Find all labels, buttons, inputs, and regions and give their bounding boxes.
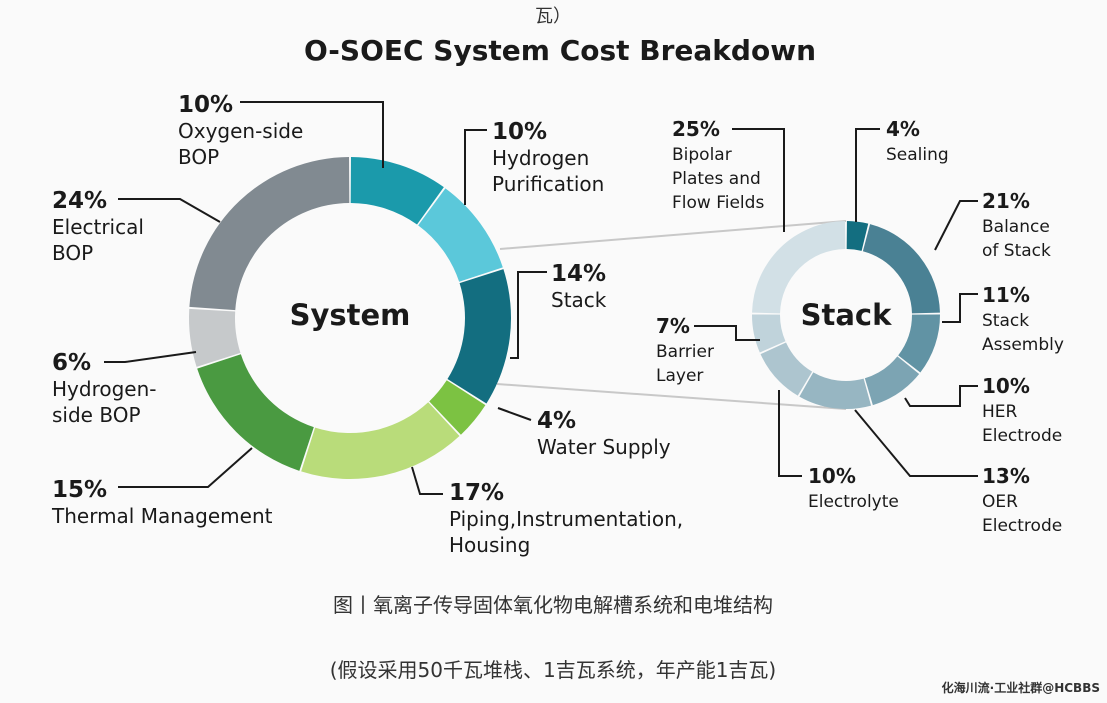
system-leader-hydrogen-purification <box>464 129 487 205</box>
leader-lines <box>104 101 978 495</box>
system-center-label: System <box>290 298 411 332</box>
stack-leader-barrier-layer <box>694 325 760 341</box>
system-leader-piping-instrumentation-housing <box>411 466 443 495</box>
system-slice-stack <box>447 269 512 404</box>
zoom-connectors <box>496 220 847 410</box>
stack-slice-electrolyte <box>760 342 813 396</box>
stack-slice-her-electrode <box>864 356 920 406</box>
stack-donut <box>752 221 940 409</box>
system-label-thermal-management-line-0: Thermal Management <box>51 504 273 528</box>
stack-label-bipolar-plates-and-flow-fields-line-0: Bipolar <box>672 145 732 165</box>
system-label-piping-instrumentation-housing-line-1: Housing <box>449 533 530 557</box>
system-label-electrical-bop-line-1: BOP <box>52 241 93 265</box>
stack-label-oer-electrode-line-0: OER <box>982 492 1018 512</box>
system-slice-hydrogen-side-bop <box>189 308 241 367</box>
stack-slice-sealing <box>846 221 869 251</box>
system-pct-stack: 14% <box>551 261 606 287</box>
stack-leader-balance-of-stack <box>934 200 978 251</box>
system-label-hydrogen-purification-line-1: Purification <box>492 172 604 196</box>
stack-pct-barrier-layer: 7% <box>656 314 690 338</box>
stack-pct-electrolyte: 10% <box>808 464 856 488</box>
system-pct-oxygen-side-bop: 10% <box>178 92 233 118</box>
stack-label-balance-of-stack-line-0: Balance <box>982 217 1050 237</box>
stack-leader-electrolyte <box>778 390 802 477</box>
stack-leader-bipolar-plates-and-flow-fields <box>732 128 785 232</box>
stack-leader-her-electrode <box>904 385 978 407</box>
stack-slice-bipolar-plates-and-flow-fields <box>752 221 846 314</box>
caption-line-2: (假设采用50千瓦堆栈、1吉瓦系统，年产能1吉瓦) <box>330 658 777 682</box>
system-label-oxygen-side-bop-line-0: Oxygen-side <box>178 119 303 143</box>
system-leader-hydrogen-side-bop <box>104 351 197 363</box>
system-pct-water-supply: 4% <box>537 408 576 434</box>
stack-slice-balance-of-stack <box>862 224 940 314</box>
system-leader-stack <box>510 271 547 359</box>
system-donut <box>189 157 512 479</box>
system-label-stack-line-0: Stack <box>551 288 607 312</box>
stack-label-her-electrode-line-1: Electrode <box>982 426 1062 446</box>
system-leader-water-supply <box>497 407 532 421</box>
system-pct-piping-instrumentation-housing: 17% <box>449 480 504 506</box>
stack-label-stack-assembly-line-0: Stack <box>982 311 1029 331</box>
system-label-hydrogen-side-bop-line-1: side BOP <box>52 403 141 427</box>
stack-leader-oer-electrode <box>854 409 978 477</box>
stack-slice-barrier-layer <box>752 314 786 353</box>
system-pct-thermal-management: 15% <box>52 477 107 503</box>
system-label-hydrogen-side-bop-line-0: Hydrogen- <box>52 377 156 401</box>
stack-pct-balance-of-stack: 21% <box>982 189 1030 213</box>
system-slice-thermal-management <box>197 354 314 471</box>
stack-slice-stack-assembly <box>898 314 940 373</box>
connector-line-bottom <box>496 383 847 410</box>
stack-pct-sealing: 4% <box>886 117 920 141</box>
stack-label-balance-of-stack-line-1: of Stack <box>982 241 1051 261</box>
stack-leader-stack-assembly <box>942 293 978 323</box>
system-leader-electrical-bop <box>118 198 221 223</box>
stack-label-barrier-layer-line-0: Barrier <box>656 342 714 362</box>
stack-slice-oer-electrode <box>799 372 872 409</box>
stack-pct-bipolar-plates-and-flow-fields: 25% <box>672 117 720 141</box>
stack-label-bipolar-plates-and-flow-fields-line-1: Plates and <box>672 169 761 189</box>
system-label-electrical-bop-line-0: Electrical <box>52 215 144 239</box>
system-pct-hydrogen-side-bop: 6% <box>52 350 91 376</box>
stack-label-bipolar-plates-and-flow-fields-line-2: Flow Fields <box>672 193 764 213</box>
system-label-oxygen-side-bop-line-1: BOP <box>178 145 219 169</box>
stack-label-her-electrode-line-0: HER <box>982 402 1018 422</box>
watermark-text: 化海川流·工业社群@HCBBS <box>942 680 1100 695</box>
stack-label-stack-assembly-line-1: Assembly <box>982 335 1064 355</box>
system-pct-electrical-bop: 24% <box>52 188 107 214</box>
stack-leader-sealing <box>855 128 880 222</box>
chart-title: O-SOEC System Cost Breakdown <box>304 34 816 67</box>
stack-label-oer-electrode-line-1: Electrode <box>982 516 1062 536</box>
caption-line-1: 图丨氧离子传导固体氧化物电解槽系统和电堆结构 <box>333 593 773 617</box>
stack-label-barrier-layer-line-1: Layer <box>656 366 703 386</box>
stack-pct-stack-assembly: 11% <box>982 283 1030 307</box>
slice-labels: 10%Oxygen-sideBOP10%HydrogenPurification… <box>51 92 1064 557</box>
system-slice-water-supply <box>429 380 486 435</box>
stack-center-label: Stack <box>801 298 893 332</box>
system-slice-electrical-bop <box>189 157 350 311</box>
system-pct-hydrogen-purification: 10% <box>492 119 547 145</box>
system-leader-oxygen-side-bop <box>240 101 384 168</box>
system-slice-piping-instrumentation-housing <box>301 402 460 479</box>
system-slice-hydrogen-purification <box>418 188 503 282</box>
connector-line-top <box>499 220 847 250</box>
stack-pct-oer-electrode: 13% <box>982 464 1030 488</box>
stack-label-sealing-line-0: Sealing <box>886 145 949 165</box>
system-label-hydrogen-purification-line-0: Hydrogen <box>492 146 589 170</box>
stack-pct-her-electrode: 10% <box>982 374 1030 398</box>
top-cropped-text: 瓦） <box>535 6 571 27</box>
system-leader-thermal-management <box>118 447 253 488</box>
system-label-water-supply-line-0: Water Supply <box>537 435 671 459</box>
system-slice-oxygen-side-bop <box>350 157 444 225</box>
stack-label-electrolyte-line-0: Electrolyte <box>808 492 899 512</box>
system-label-piping-instrumentation-housing-line-0: Piping,Instrumentation, <box>449 507 683 531</box>
